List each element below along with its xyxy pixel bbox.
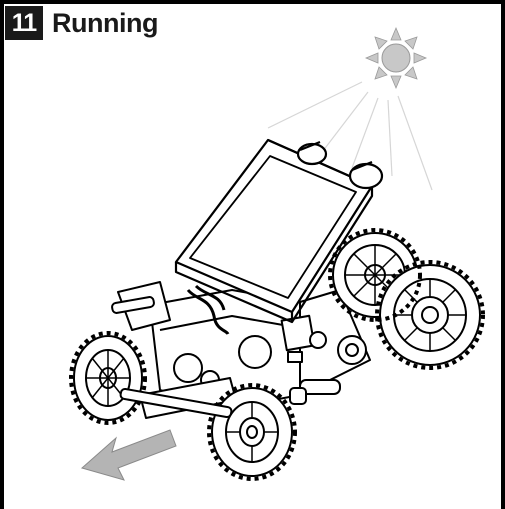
direction-arrow-icon: [82, 430, 176, 480]
sun-icon: [366, 28, 426, 88]
